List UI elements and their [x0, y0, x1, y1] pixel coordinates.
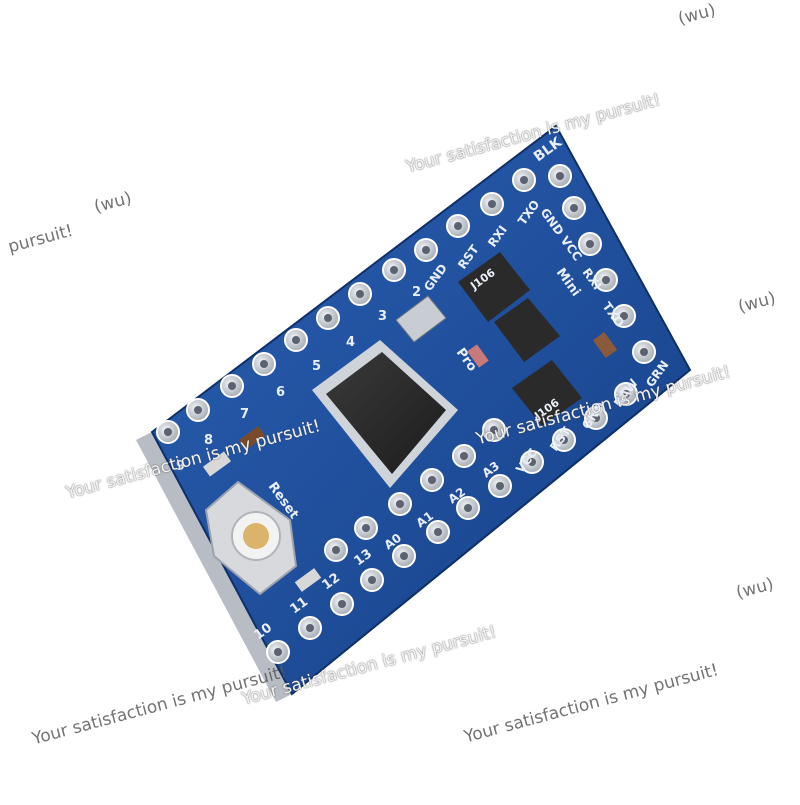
top-pad-4-hole	[422, 246, 430, 254]
bottom-pad-10-hole	[274, 648, 282, 656]
inner-pad-5-hole	[332, 546, 340, 554]
smd-led	[294, 568, 322, 592]
bottom-pad-0-hole	[592, 414, 600, 422]
pin-label-6: 6	[276, 385, 285, 400]
pin-label-8: 8	[204, 433, 213, 448]
bottom-pad-9-hole	[306, 624, 314, 632]
inner-pad-2-hole	[428, 476, 436, 484]
inner-pad-3-hole	[396, 500, 404, 508]
pin-label-7: 7	[240, 407, 249, 422]
top-pad-3-hole	[454, 222, 462, 230]
smd-capacitor	[202, 451, 232, 477]
top-pad-12-hole	[164, 428, 172, 436]
right-pad-1-hole	[586, 240, 594, 248]
bottom-pad-2-hole	[528, 458, 536, 466]
regulator-chip	[494, 298, 560, 362]
top-pad-5-hole	[390, 266, 398, 274]
right-pad-4-hole	[640, 348, 648, 356]
bottom-pad-8-hole	[338, 600, 346, 608]
inner-pad-4-hole	[362, 524, 370, 532]
reset-button	[204, 480, 298, 596]
top-pad-11-hole	[194, 406, 202, 414]
board-edge	[136, 432, 292, 702]
microcontroller-chip	[312, 340, 458, 488]
top-pad-6-hole	[356, 290, 364, 298]
pin-label-4: 4	[346, 335, 355, 350]
pin-label-9: 9	[176, 459, 185, 474]
pin-label-5: 5	[312, 359, 321, 374]
pin-label-3: 3	[378, 309, 387, 324]
top-pad-8-hole	[292, 336, 300, 344]
bottom-pad-3-hole	[496, 482, 504, 490]
bottom-pad-7-hole	[368, 576, 376, 584]
bottom-pad-1-hole	[560, 436, 568, 444]
right-pad-0-hole	[570, 204, 578, 212]
smd-resistor-2	[592, 331, 618, 359]
pin-label-2: 2	[412, 285, 421, 300]
right-pad-5-hole	[622, 390, 630, 398]
inner-pad-0-hole	[490, 426, 498, 434]
top-pad-2-hole	[488, 200, 496, 208]
bottom-pad-5-hole	[434, 528, 442, 536]
regulator-chip-2	[512, 360, 582, 426]
right-pad-2-hole	[602, 276, 610, 284]
voltage-regulator	[458, 252, 530, 322]
bottom-pad-6-hole	[400, 552, 408, 560]
bottom-pad-4-hole	[464, 504, 472, 512]
top-pad-1-hole	[520, 176, 528, 184]
top-pad-0-hole	[556, 172, 564, 180]
smd-resistor	[238, 426, 266, 450]
right-pad-3-hole	[620, 312, 628, 320]
pin-header-pads	[156, 164, 656, 664]
top-pad-9-hole	[260, 360, 268, 368]
crystal-oscillator	[395, 295, 447, 343]
inner-pad-1-hole	[460, 452, 468, 460]
top-pad-7-hole	[324, 314, 332, 322]
top-pad-10-hole	[228, 382, 236, 390]
power-led	[467, 344, 489, 368]
